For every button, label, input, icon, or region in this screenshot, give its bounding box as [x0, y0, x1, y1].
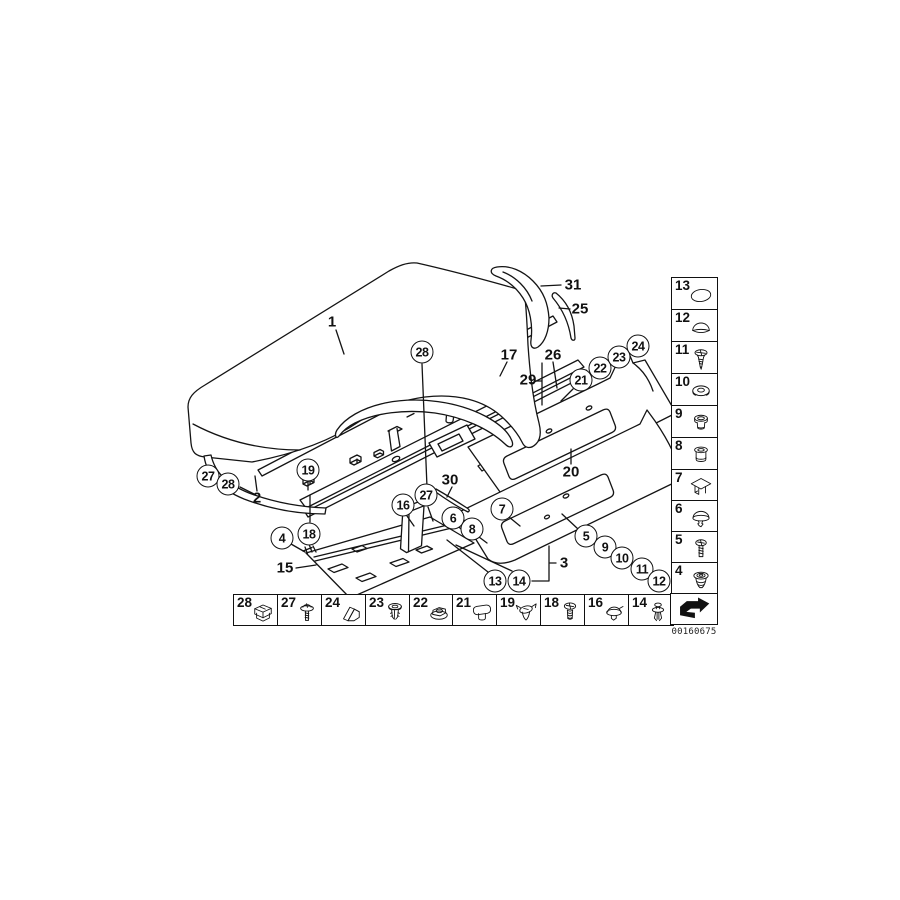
legend-cell-28[interactable]: 28 — [233, 594, 279, 626]
callout-4[interactable]: 4 — [270, 526, 294, 550]
callout-27[interactable]: 27 — [196, 464, 220, 488]
part-label-1[interactable]: 1 — [327, 313, 337, 331]
part-number: 8 — [675, 438, 683, 453]
part-label-25[interactable]: 25 — [571, 300, 589, 318]
part-number: 22 — [413, 595, 429, 610]
legend-cell-4[interactable]: 4 — [671, 562, 718, 595]
legend-cell-16[interactable]: 16 — [584, 594, 630, 626]
part-number: 4 — [675, 563, 683, 578]
part-number: 7 — [675, 470, 683, 485]
washer-screw-icon — [299, 602, 314, 621]
dome-clip-icon — [605, 605, 623, 621]
callout-6[interactable]: 6 — [441, 506, 465, 530]
grommet-nut-icon — [693, 571, 709, 589]
part-number: 6 — [675, 501, 683, 516]
continuation-arrow-box[interactable] — [670, 593, 718, 625]
legend-cell-8[interactable]: 8 — [671, 437, 718, 470]
callout-14[interactable]: 14 — [507, 569, 531, 593]
part-number: 10 — [675, 374, 691, 389]
part-number: 21 — [456, 595, 472, 610]
flange-nut-icon — [429, 606, 448, 620]
part-number: 12 — [675, 310, 691, 325]
callout-28[interactable]: 28 — [410, 340, 434, 364]
part-label-2[interactable]: 2 — [252, 489, 262, 507]
callout-28[interactable]: 28 — [216, 472, 240, 496]
part-number: 19 — [500, 595, 516, 610]
wing-fitting-icon — [515, 602, 537, 620]
legend-cell-21[interactable]: 21 — [452, 594, 498, 626]
legend-cell-27[interactable]: 27 — [277, 594, 323, 626]
callout-8[interactable]: 8 — [460, 517, 484, 541]
plug-rivet-icon — [694, 414, 708, 430]
spring-screw-icon — [563, 602, 576, 620]
callout-18[interactable]: 18 — [297, 522, 321, 546]
legend-cell-22[interactable]: 22 — [409, 594, 455, 626]
legend-cell-18[interactable]: 18 — [540, 594, 586, 626]
callout-21[interactable]: 21 — [569, 368, 593, 392]
sleeve-icon — [694, 446, 708, 462]
callout-24[interactable]: 24 — [626, 334, 650, 358]
part-number: 13 — [675, 278, 691, 293]
part-label-26[interactable]: 26 — [544, 346, 562, 364]
callout-13[interactable]: 13 — [483, 569, 507, 593]
legend-cell-24[interactable]: 24 — [321, 594, 367, 626]
drawing-number: 00160675 — [671, 627, 717, 637]
legend-cell-13[interactable]: 13 — [671, 277, 718, 310]
part-number: 5 — [675, 532, 683, 547]
angle-bracket-icon — [342, 606, 360, 621]
part-label-17[interactable]: 17 — [500, 346, 518, 364]
part-number: 23 — [369, 595, 385, 610]
callout-7[interactable]: 7 — [490, 497, 514, 521]
legend-cell-6[interactable]: 6 — [671, 500, 718, 533]
long-screw-icon — [695, 539, 707, 558]
expanding-rivet-icon — [387, 602, 402, 620]
legend-cell-19[interactable]: 19 — [496, 594, 542, 626]
dome-cap-icon — [692, 322, 710, 334]
part-number: 11 — [675, 342, 690, 357]
part-label-30[interactable]: 30 — [441, 471, 459, 489]
callout-27[interactable]: 27 — [414, 483, 438, 507]
part-label-31[interactable]: 31 — [564, 276, 582, 294]
callout-11[interactable]: 11 — [630, 557, 654, 581]
part-number: 24 — [325, 595, 341, 610]
callout-19[interactable]: 19 — [296, 458, 320, 482]
callout-16[interactable]: 16 — [391, 493, 415, 517]
continuation-arrow-icon — [680, 597, 710, 619]
part-label-3[interactable]: 3 — [559, 554, 569, 572]
part-number: 16 — [588, 595, 604, 610]
legend-cell-11[interactable]: 11 — [671, 341, 718, 374]
callout-5[interactable]: 5 — [574, 524, 598, 548]
legend-cell-23[interactable]: 23 — [365, 594, 411, 626]
t-bolt-icon — [472, 604, 491, 620]
part-label-20[interactable]: 20 — [562, 463, 580, 481]
legend-cell-14[interactable]: 14 — [628, 594, 674, 626]
grommet-icon — [692, 385, 710, 397]
part-label-29[interactable]: 29 — [519, 371, 537, 389]
pin-rivet-icon — [651, 602, 664, 621]
part-number: 9 — [675, 406, 683, 421]
part-number: 18 — [544, 595, 560, 610]
push-clip-icon — [692, 510, 710, 528]
callout-23[interactable]: 23 — [607, 345, 631, 369]
cage-nut-icon — [253, 604, 272, 622]
square-clip-icon — [690, 478, 712, 495]
callout-10[interactable]: 10 — [610, 546, 634, 570]
callout-12[interactable]: 12 — [647, 569, 671, 593]
part-number: 27 — [281, 595, 297, 610]
oval-cap-icon — [690, 288, 712, 303]
part-number: 14 — [632, 595, 648, 610]
short-screw-icon — [694, 349, 708, 370]
part-number: 28 — [237, 595, 253, 610]
callout-22[interactable]: 22 — [588, 356, 612, 380]
part-label-15[interactable]: 15 — [276, 559, 294, 577]
